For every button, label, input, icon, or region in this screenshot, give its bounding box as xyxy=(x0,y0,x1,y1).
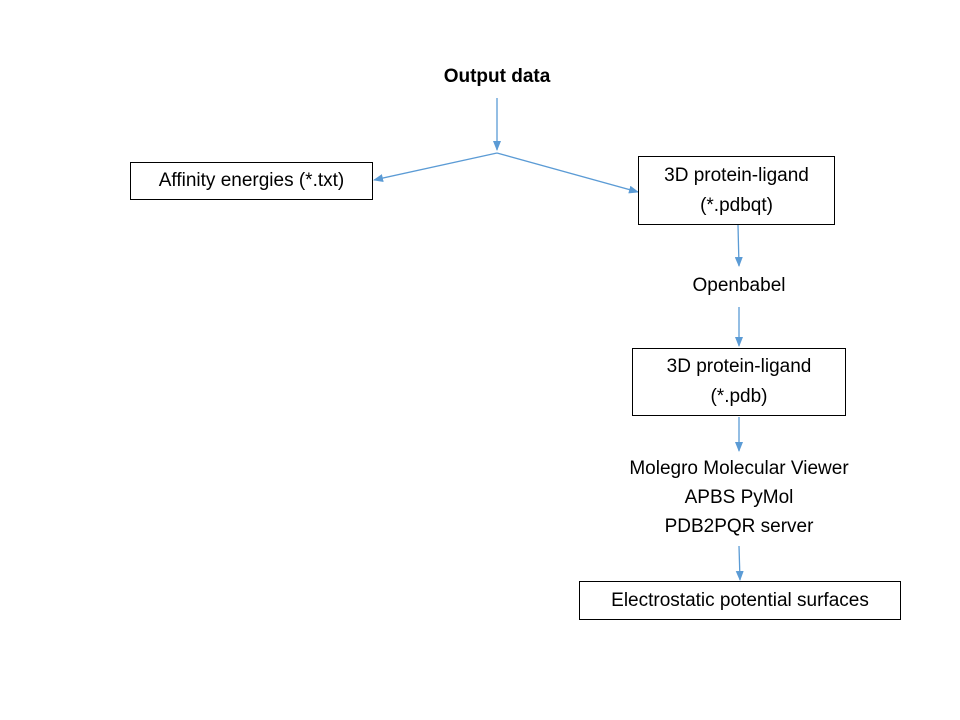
arrow-to-affinity xyxy=(373,152,498,182)
electrostatic-surfaces-box: Electrostatic potential surfaces xyxy=(579,581,901,620)
pdbqt-line1: 3D protein-ligand xyxy=(664,164,809,186)
pdb-line1: 3D protein-ligand xyxy=(666,356,812,377)
tool-molegro: Molegro Molecular Viewer xyxy=(629,458,849,479)
openbabel-label: Openbabel xyxy=(692,275,786,296)
arrow-tools-to-surfaces xyxy=(735,545,744,581)
electrostatic-surfaces-label: Electrostatic potential surfaces xyxy=(611,589,869,611)
pdb-line2: (*.pdb) xyxy=(710,386,768,407)
tool-pdb2pqr: PDB2PQR server xyxy=(664,516,814,537)
pdbqt-line2: (*.pdbqt) xyxy=(700,194,773,216)
affinity-energies-label: Affinity energies (*.txt) xyxy=(158,170,345,191)
tool-apbs-pymol: APBS PyMol xyxy=(684,487,794,508)
arrow-to-pdbqt xyxy=(496,152,639,194)
affinity-energies-box: Affinity energies (*.txt) xyxy=(130,162,373,200)
arrow-pdbqt-to-openbabel xyxy=(734,224,743,267)
output-data-title: Output data xyxy=(443,66,551,87)
pdb-box: 3D protein-ligand (*.pdb) xyxy=(632,348,846,416)
pdbqt-box: 3D protein-ligand (*.pdbqt) xyxy=(638,156,835,225)
